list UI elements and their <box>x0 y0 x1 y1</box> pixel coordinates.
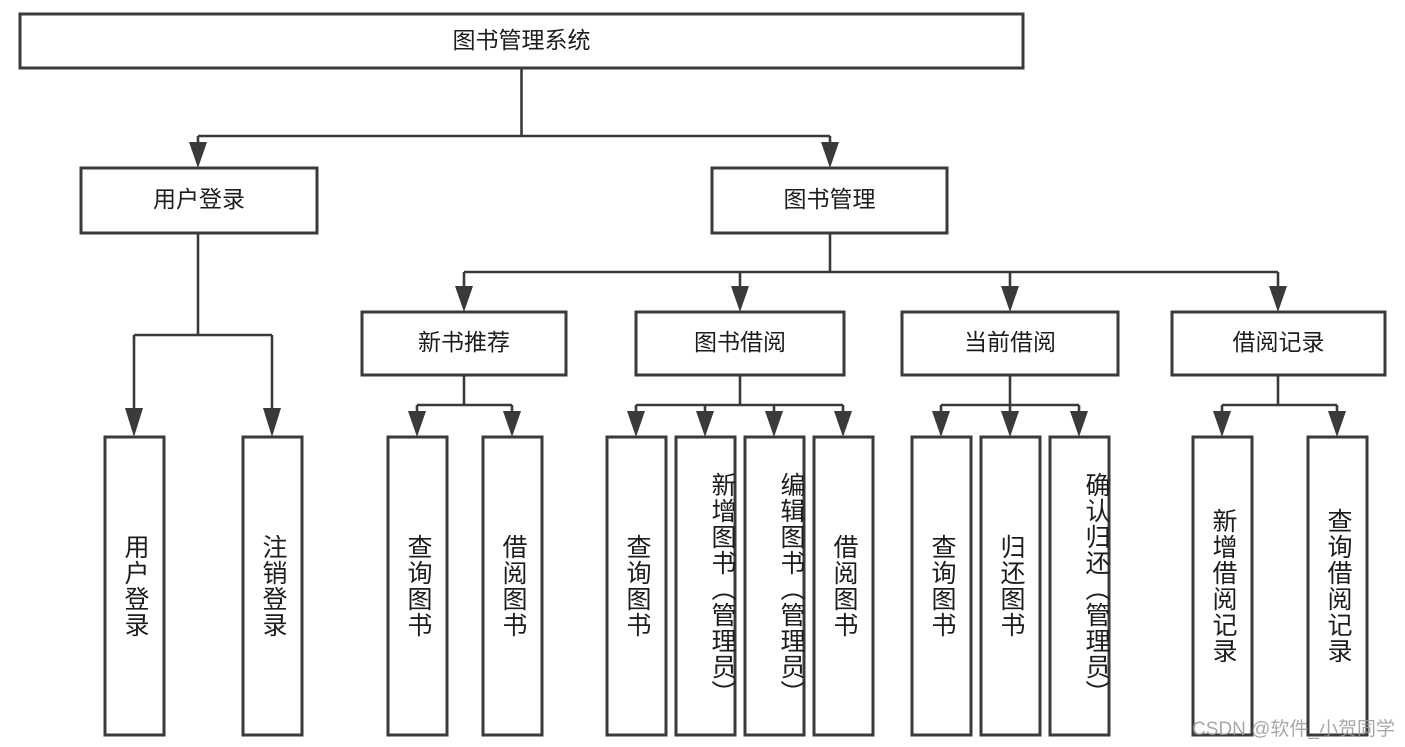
arrow-head-leaf-borrow-book-2 <box>834 411 852 437</box>
node-book-borrow-label: 图书借阅 <box>694 329 786 355</box>
arrow-head-leaf-return-book <box>1001 411 1019 437</box>
node-book-management-box[interactable] <box>710 166 949 235</box>
node-root[interactable]: 图书管理系统 <box>18 12 1025 70</box>
leaf-borrow-book-2-box[interactable] <box>812 435 875 737</box>
leaf-boxes-current-borrow <box>910 435 1111 737</box>
arrow-head-leaf-query-book-3 <box>932 411 950 437</box>
leaf-return-book-box[interactable] <box>979 435 1042 737</box>
arrow-head-leaf-query-book-1 <box>408 411 426 437</box>
connector-group-current-borrow <box>932 375 1088 437</box>
node-borrow-record-label: 借阅记录 <box>1233 329 1325 355</box>
arrow-head-leaf-confirm-return <box>1070 411 1088 437</box>
node-book-borrow[interactable]: 图书借阅 <box>634 310 846 377</box>
leaf-query-book-1-box[interactable] <box>386 435 449 737</box>
arrow-head-book-management <box>821 142 839 168</box>
leaf-query-book-3-box[interactable] <box>910 435 973 737</box>
arrow-head-book-borrow <box>731 286 749 312</box>
arrow-head-leaf-edit-book <box>765 411 783 437</box>
leaf-boxes-user-login <box>103 435 304 737</box>
node-current-borrow[interactable]: 当前借阅 <box>900 310 1120 377</box>
leaf-add-book-box[interactable] <box>674 435 737 737</box>
node-new-book-recommend[interactable]: 新书推荐 <box>360 310 568 377</box>
node-root-box[interactable] <box>18 12 1025 70</box>
connector-group-user-login <box>125 233 281 437</box>
arrow-head-leaf-borrow-book-1 <box>503 411 521 437</box>
node-book-management[interactable]: 图书管理 <box>710 166 949 235</box>
arrow-head-current-borrow <box>1001 286 1019 312</box>
node-user-login-box[interactable] <box>79 166 319 235</box>
node-current-borrow-box[interactable] <box>900 310 1120 377</box>
leaf-add-record-box[interactable] <box>1191 435 1254 737</box>
connector-group-new-book-recommend <box>408 375 521 437</box>
leaf-user-login-box[interactable] <box>103 435 166 737</box>
arrow-head-leaf-user-login <box>125 408 143 437</box>
leaf-boxes-new-book-recommend <box>386 435 544 737</box>
node-book-borrow-box[interactable] <box>634 310 846 377</box>
node-book-management-label: 图书管理 <box>784 186 876 212</box>
node-user-login[interactable]: 用户登录 <box>79 166 319 235</box>
csdn-watermark: CSDN @软件_小贺同学 <box>1192 719 1395 740</box>
arrow-head-leaf-logout <box>263 408 281 437</box>
node-root-label: 图书管理系统 <box>453 27 591 53</box>
leaf-boxes-borrow-record <box>1191 435 1369 737</box>
arrow-head-borrow-record <box>1269 286 1287 312</box>
connector-group-book-management <box>455 233 1287 312</box>
node-current-borrow-label: 当前借阅 <box>964 329 1056 355</box>
leaf-logout-box[interactable] <box>241 435 304 737</box>
leaf-query-book-2-box[interactable] <box>605 435 668 737</box>
arrow-head-new-book-recommend <box>455 286 473 312</box>
arrow-head-leaf-query-record <box>1328 411 1346 437</box>
arrow-head-leaf-query-book-2 <box>627 411 645 437</box>
arrow-head-leaf-add-record <box>1213 411 1231 437</box>
leaf-query-record-box[interactable] <box>1306 435 1369 737</box>
arrow-head-user-login <box>189 142 207 168</box>
connector-group-root <box>189 68 839 168</box>
node-user-login-label: 用户登录 <box>153 186 245 212</box>
node-new-book-recommend-label: 新书推荐 <box>418 329 510 355</box>
leaf-borrow-book-1-box[interactable] <box>481 435 544 737</box>
leaf-edit-book-box[interactable] <box>743 435 806 737</box>
arrow-head-leaf-add-book <box>696 411 714 437</box>
node-new-book-recommend-box[interactable] <box>360 310 568 377</box>
leaf-confirm-return-box[interactable] <box>1048 435 1111 737</box>
node-borrow-record-box[interactable] <box>1170 310 1387 377</box>
connector-group-borrow-record <box>1213 375 1346 437</box>
leaf-boxes-book-borrow <box>605 435 875 737</box>
node-borrow-record[interactable]: 借阅记录 <box>1170 310 1387 377</box>
connector-group-book-borrow <box>627 375 852 437</box>
